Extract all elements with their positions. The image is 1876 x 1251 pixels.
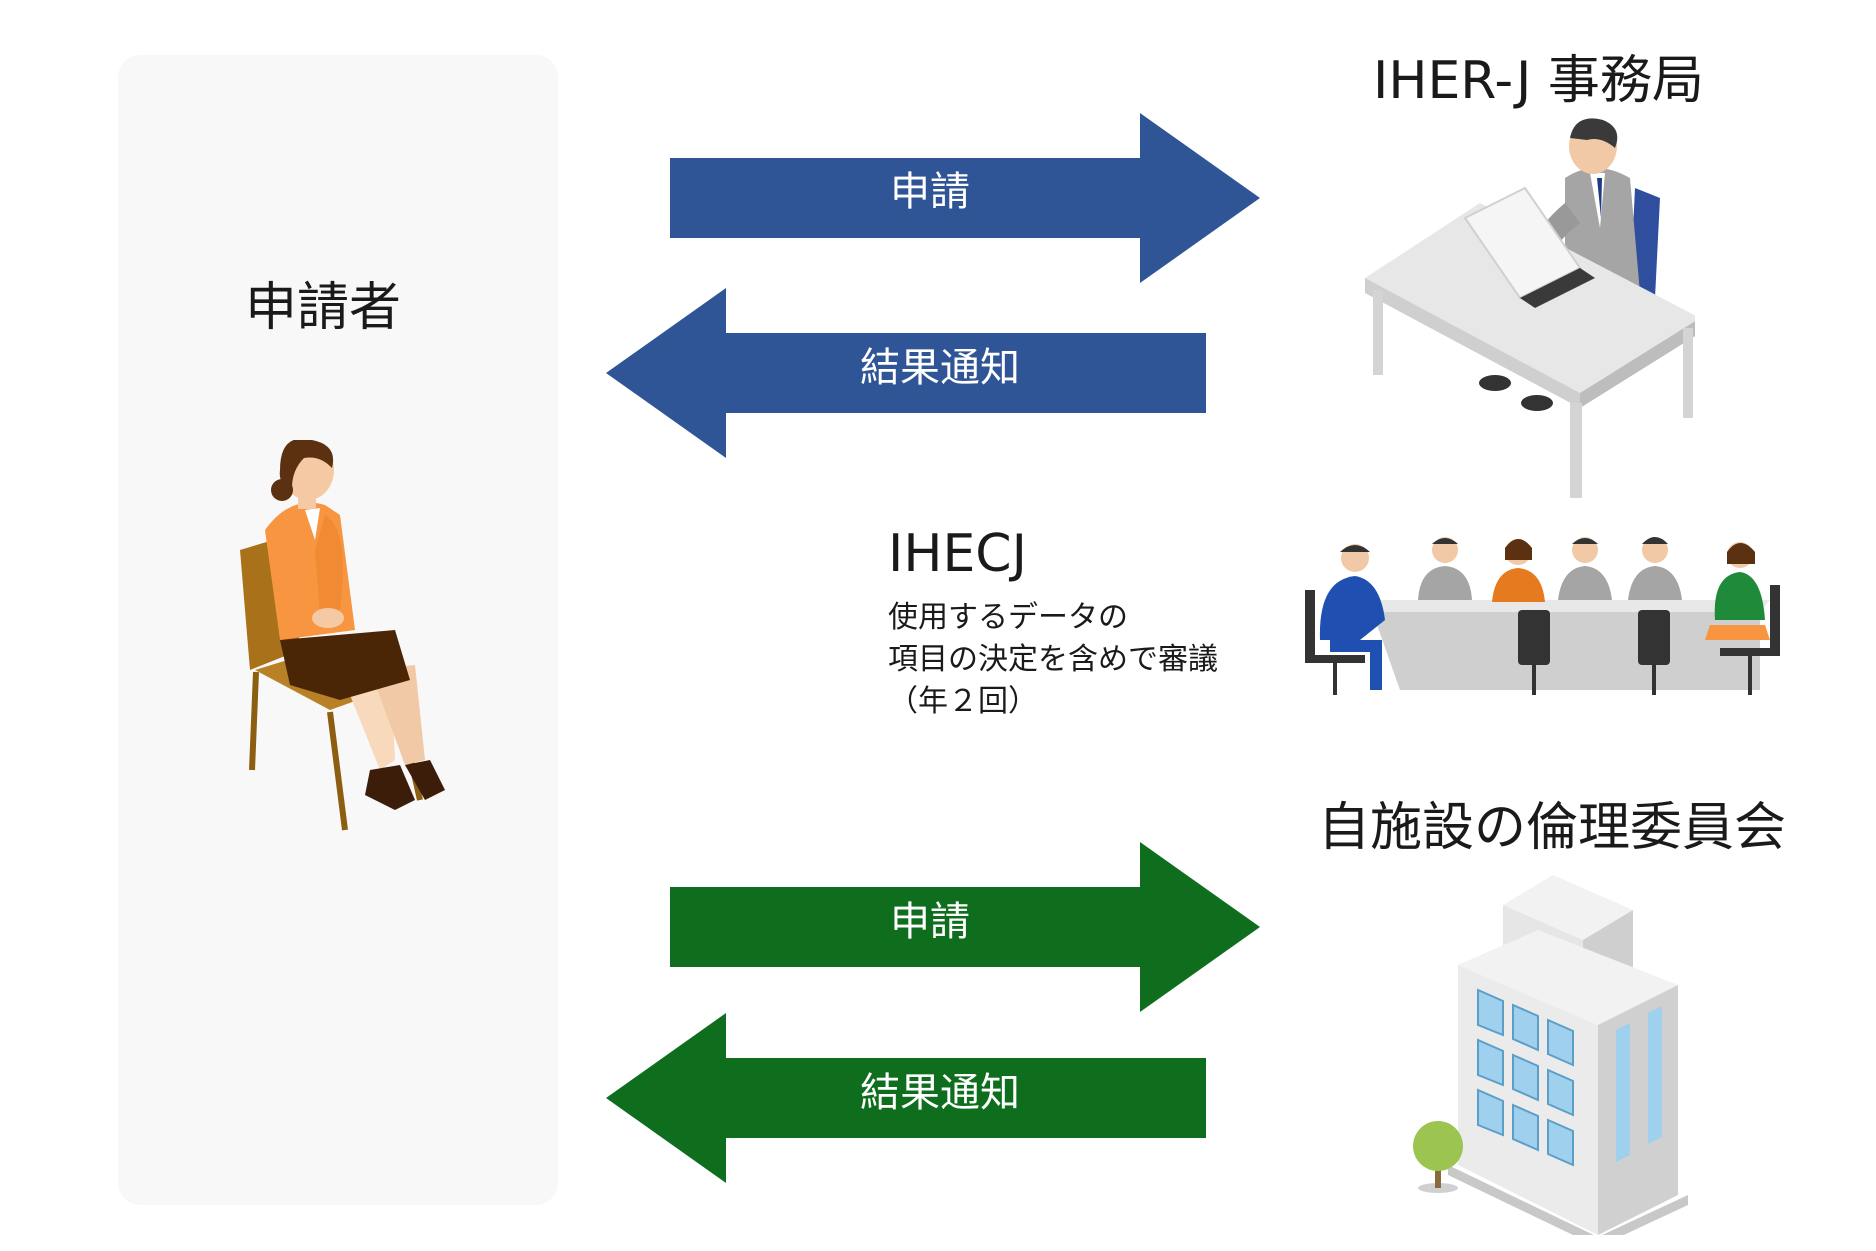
meeting-group-icon: [1305, 537, 1780, 695]
ihecj-title: IHECJ: [888, 524, 1027, 584]
seated-woman-icon: [240, 440, 445, 831]
ihecj-description-line-1: 使用するデータの: [888, 600, 1128, 635]
ihecj-description-line-3: （年２回）: [888, 684, 1038, 719]
hospital-building-icon: [1448, 875, 1688, 1235]
result-label-committee: 結果通知: [860, 1070, 1020, 1116]
ihecj-description-line-2: 項目の決定を含めで審議: [888, 642, 1218, 677]
result-arrow-committee: [606, 1013, 1206, 1183]
committee-title: 自施設の倫理委員会: [1318, 798, 1787, 858]
applicant-title: 申請者: [245, 278, 402, 338]
result-arrow-office: [606, 288, 1206, 458]
office-worker-desk-icon: [1365, 118, 1695, 498]
tree-icon: [1413, 1121, 1463, 1193]
result-label-office: 結果通知: [860, 345, 1020, 391]
office-title: IHER-J 事務局: [1373, 51, 1704, 111]
apply-label-committee: 申請: [890, 899, 970, 945]
apply-arrow-committee: [670, 842, 1260, 1012]
apply-arrow-office: [670, 113, 1260, 283]
apply-label-office: 申請: [890, 169, 970, 215]
ihecj-description: 使用するデータの 項目の決定を含めで審議 （年２回）: [888, 597, 1218, 723]
